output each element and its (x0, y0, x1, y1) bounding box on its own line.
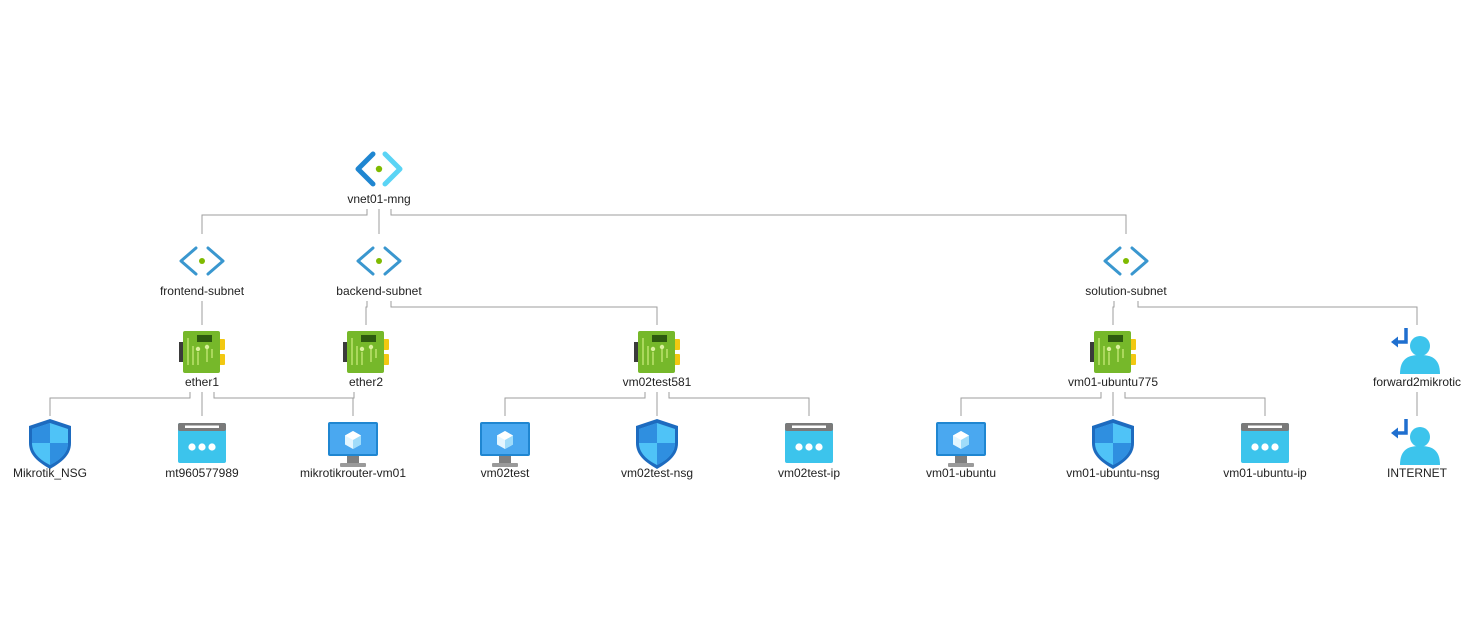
node-nsg3[interactable]: vm01-ubuntu-nsg (1066, 419, 1160, 480)
node-label: vm01-ubuntu (926, 466, 996, 480)
node-label: vnet01-mng (347, 192, 410, 206)
node-inet[interactable]: INTERNET (1387, 417, 1448, 480)
nic-icon (633, 330, 681, 374)
subnet-icon (356, 246, 402, 276)
edge-nic581-vm2 (504, 392, 646, 416)
node-label: Mikrotik_NSG (13, 466, 87, 480)
node-label: vm02test (481, 466, 530, 480)
node-vnet[interactable]: vnet01-mng (347, 154, 411, 206)
node-label: vm01-ubuntu775 (1068, 375, 1158, 389)
edge-ether1-vm1 (213, 392, 354, 416)
edge-nic775-vm3 (960, 392, 1102, 416)
vm-monitor-icon (328, 422, 378, 467)
node-sol_subnet[interactable]: solution-subnet (1085, 246, 1167, 298)
node-fwd[interactable]: forward2mikrotic (1373, 326, 1461, 389)
public-ip-icon (1241, 423, 1289, 463)
nic-icon (178, 330, 226, 374)
node-label: vm02test-ip (778, 466, 840, 480)
edge-sol_subnet-nic775 (1112, 301, 1115, 325)
node-label: vm01-ubuntu-ip (1223, 466, 1307, 480)
subnet-icon (1103, 246, 1149, 276)
resource-nodes: vnet01-mng frontend-subnet backend-subnet s… (13, 154, 1461, 480)
node-nsg2[interactable]: vm02test-nsg (621, 419, 693, 480)
node-label: solution-subnet (1085, 284, 1167, 298)
node-vm3[interactable]: vm01-ubuntu (926, 422, 996, 480)
edge-vnet-fe_subnet (201, 209, 368, 234)
route-user-icon (1389, 417, 1442, 467)
nic-icon (1089, 330, 1137, 374)
edge-be_subnet-nic581 (390, 301, 658, 325)
public-ip-icon (178, 423, 226, 463)
node-ip1[interactable]: mt960577989 (165, 423, 239, 480)
edge-sol_subnet-fwd (1137, 301, 1418, 325)
nic-icon (342, 330, 390, 374)
public-ip-icon (785, 423, 833, 463)
node-label: forward2mikrotic (1373, 375, 1461, 389)
node-label: ether1 (185, 375, 219, 389)
node-be_subnet[interactable]: backend-subnet (336, 246, 422, 298)
node-label: ether2 (349, 375, 383, 389)
node-label: mt960577989 (165, 466, 239, 480)
vnet-icon (358, 154, 400, 184)
edge-vnet-sol_subnet (390, 209, 1127, 234)
node-vm2[interactable]: vm02test (480, 422, 530, 480)
vm-monitor-icon (480, 422, 530, 467)
node-label: backend-subnet (336, 284, 422, 298)
node-ether1[interactable]: ether1 (178, 330, 226, 389)
edge-be_subnet-ether2 (365, 301, 368, 325)
node-label: INTERNET (1387, 466, 1448, 480)
node-label: vm01-ubuntu-nsg (1066, 466, 1159, 480)
connectors (49, 209, 1418, 416)
node-nic775[interactable]: vm01-ubuntu775 (1068, 330, 1158, 389)
edge-ether2-vm1 (352, 392, 355, 416)
node-label: vm02test-nsg (621, 466, 693, 480)
node-ip2[interactable]: vm02test-ip (778, 423, 840, 480)
node-nsg1[interactable]: Mikrotik_NSG (13, 419, 87, 480)
edge-ether1-nsg1 (49, 392, 191, 416)
vm-monitor-icon (936, 422, 986, 467)
node-nic581[interactable]: vm02test581 (623, 330, 692, 389)
nsg-shield-icon (1092, 419, 1134, 469)
node-ether2[interactable]: ether2 (342, 330, 390, 389)
node-label: mikrotikrouter-vm01 (300, 466, 406, 480)
edge-nic775-ip3 (1124, 392, 1266, 416)
nsg-shield-icon (636, 419, 678, 469)
node-ip3[interactable]: vm01-ubuntu-ip (1223, 423, 1307, 480)
subnet-icon (179, 246, 225, 276)
nsg-shield-icon (29, 419, 71, 469)
edge-nic581-ip2 (668, 392, 810, 416)
node-label: frontend-subnet (160, 284, 245, 298)
node-label: vm02test581 (623, 375, 692, 389)
node-vm1[interactable]: mikrotikrouter-vm01 (300, 422, 406, 480)
route-user-icon (1389, 326, 1442, 376)
node-fe_subnet[interactable]: frontend-subnet (160, 246, 245, 298)
